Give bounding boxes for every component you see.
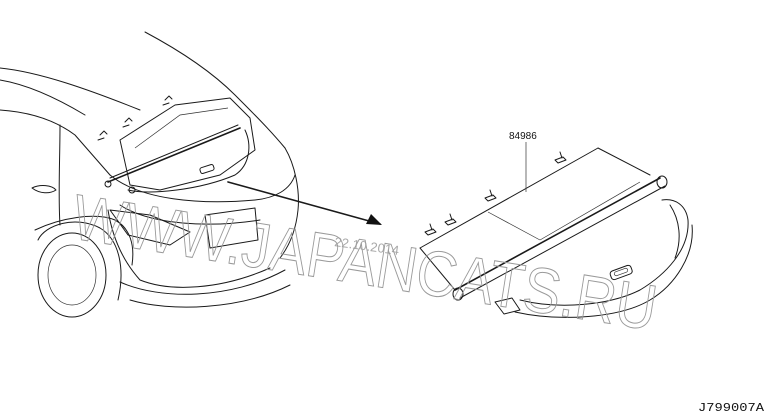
tonneau-cover-84986-drawing: [419, 142, 693, 318]
callout-label-84986: 84986: [509, 131, 537, 142]
vehicle-rear-drawing: [0, 31, 299, 318]
assembly-arrow: [227, 181, 382, 225]
watermark-text: WWW.JAPANCATS.RU: [68, 181, 662, 344]
reference-code: J799007A: [698, 401, 765, 414]
